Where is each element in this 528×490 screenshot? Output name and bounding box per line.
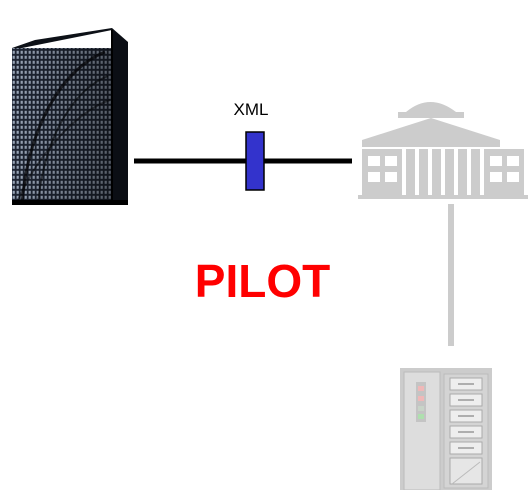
xml-connector-block bbox=[245, 131, 265, 191]
server-rack-icon bbox=[400, 368, 492, 490]
office-tower-icon bbox=[12, 28, 128, 205]
xml-label: XML bbox=[233, 100, 269, 119]
pilot-label: PILOT bbox=[194, 255, 331, 307]
institution-windows bbox=[368, 156, 519, 182]
institution-building-icon bbox=[358, 102, 528, 199]
